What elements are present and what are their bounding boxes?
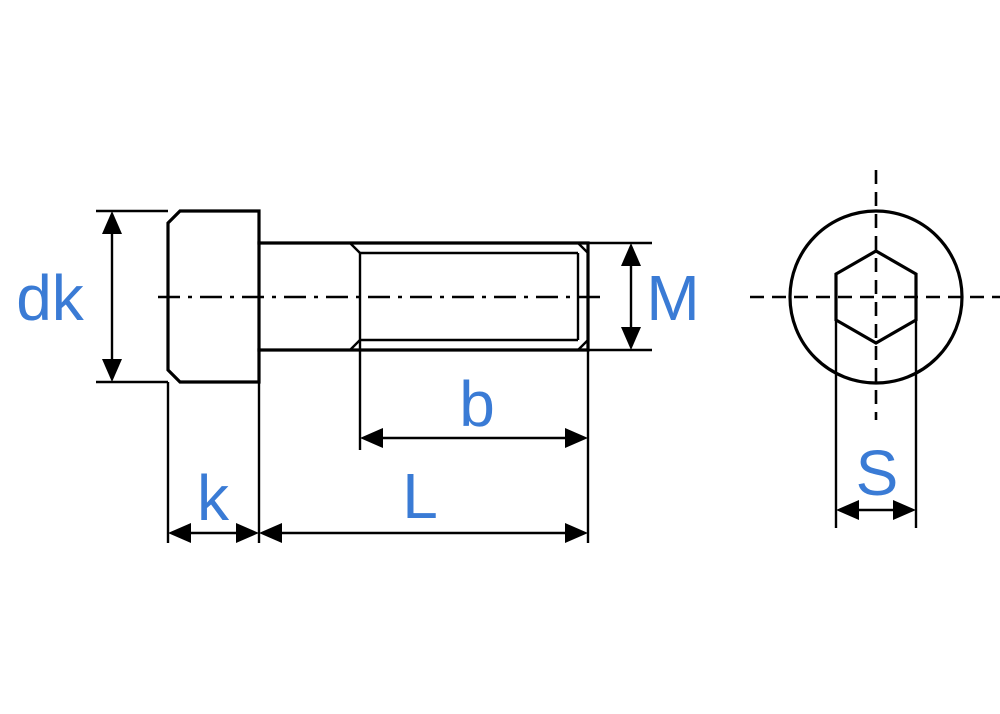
m-label: M (646, 262, 699, 334)
s-arrow-left (836, 500, 859, 520)
k-arrow-left (168, 523, 191, 543)
m-arrow-top (621, 243, 641, 266)
dk-arrow-bottom (102, 359, 122, 382)
l-label: L (402, 460, 438, 532)
l-arrow-left (259, 523, 282, 543)
b-arrow-left (360, 428, 383, 448)
k-label: k (197, 462, 230, 534)
dk-label: dk (16, 262, 85, 334)
thread-end-chamfer-b (577, 339, 589, 351)
head-circle (788, 209, 964, 385)
head-chamfer-top (167, 210, 181, 224)
hex-socket (834, 249, 918, 345)
thread-chamfer-a (349, 242, 361, 254)
l-arrow-right (565, 523, 588, 543)
k-arrow-right (236, 523, 259, 543)
thread-chamfer-b (349, 339, 361, 351)
side-view (96, 209, 652, 543)
s-label: S (856, 437, 899, 509)
b-label: b (459, 368, 495, 440)
s-arrow-right (893, 500, 916, 520)
labels: dk k b L M S (16, 262, 898, 534)
b-arrow-right (565, 428, 588, 448)
thread-end-chamfer-a (577, 242, 589, 254)
end-view (750, 170, 1000, 528)
m-arrow-bottom (621, 327, 641, 350)
dk-arrow-top (102, 211, 122, 234)
head-chamfer-bottom (167, 369, 181, 383)
